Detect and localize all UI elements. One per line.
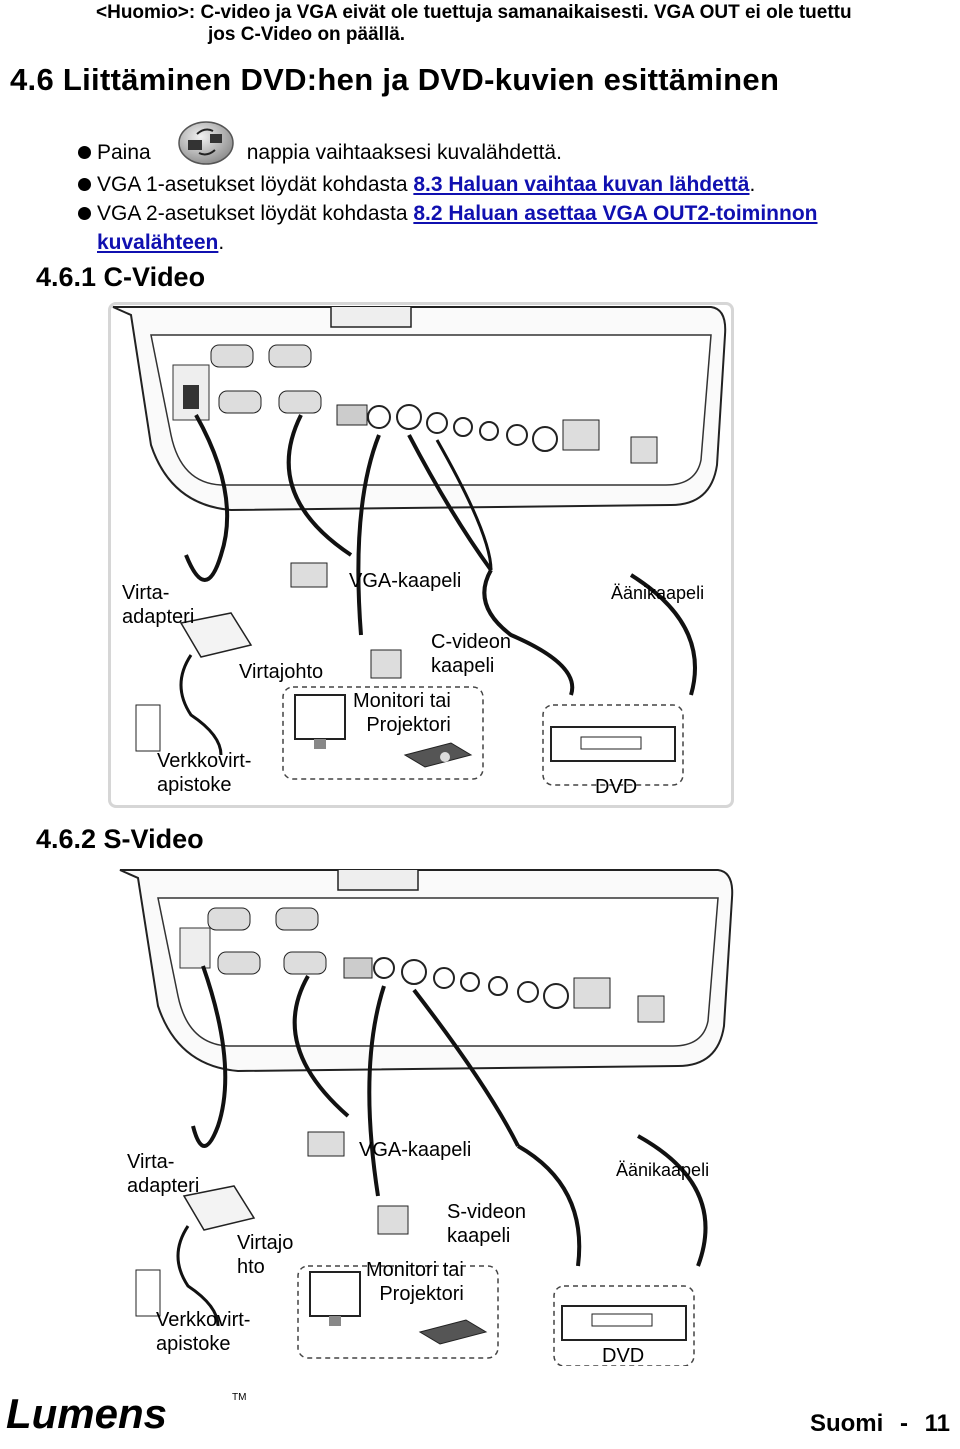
footer-language: Suomi (809, 1410, 884, 1437)
page-number: 11 (924, 1410, 950, 1437)
bullet-item-vga2: VGA 2-asetukset löydät kohdasta 8.2 Halu… (78, 199, 958, 228)
label-vga-kaapeli: VGA-kaapeli (349, 570, 462, 592)
subsection-s-video: 4.6.2 S-Video (36, 824, 204, 854)
label-virtajohto-2: Virtajo hto (237, 1231, 293, 1279)
label-adapteri: adapteri (127, 1175, 200, 1197)
bullet-vga2-end: . (218, 231, 225, 254)
label-verkko-2: apistoke (156, 1333, 231, 1355)
label-virta: Virta- (127, 1151, 175, 1173)
label-aanikaapeli: Äänikaapeli (611, 583, 705, 603)
bullet-item-vga1: VGA 1-asetukset löydät kohdasta 8.3 Halu… (78, 170, 958, 199)
footer-separator: - (899, 1410, 908, 1437)
label-virtajo: Virtajo (237, 1232, 294, 1254)
label-verkkovirtapistoke-2: Verkkovirt- apistoke (156, 1308, 250, 1356)
section-title: 4.6 Liittäminen DVD:hen ja DVD-kuvien es… (10, 62, 780, 97)
bullet-dot (78, 178, 91, 191)
lumens-brand-text: Lumens (6, 1390, 167, 1436)
source-switch-button-icon (177, 121, 234, 165)
page-footer: Suomi - 11 (810, 1410, 950, 1438)
bullet-vga1-text: VGA 1-asetukset löydät kohdasta (97, 173, 414, 196)
bullet-dot (78, 207, 91, 220)
link-vga-out2-cont[interactable]: kuvalähteen (97, 231, 219, 254)
bullet-item-press: Paina nappia vaihtaaksesi kuvalähdettä. (78, 121, 958, 170)
note-line-1: <Huomio>: C-video ja VGA eivät ole tuett… (96, 2, 852, 23)
label-verkkovirtapistoke: Verkkovirt- apistoke (157, 749, 251, 797)
trademark-symbol: TM (232, 1392, 246, 1403)
link-vga-out2[interactable]: 8.2 Haluan asettaa VGA OUT2-toiminnon (413, 202, 818, 225)
bullet-press-text: Paina (97, 141, 151, 164)
s-video-diagram: Virta- adapteri Virtajo hto VGA-kaapeli … (108, 866, 738, 1367)
link-change-source[interactable]: 8.3 Haluan vaihtaa kuvan lähdettä (413, 173, 750, 196)
label-virta-adapteri-1: Virta- adapteri (122, 581, 194, 629)
label-s-videon-kaapeli: S-videon kaapeli (447, 1200, 526, 1248)
c-video-connection-drawing (112, 306, 727, 786)
label-aanikaapeli-2: Äänikaapeli (616, 1160, 710, 1180)
bullet-vga2-text: VGA 2-asetukset löydät kohdasta (97, 202, 414, 225)
bullet-vga1-end: . (749, 173, 756, 196)
c-video-diagram: Virta- adapteri Virtajohto VGA-kaapeli C… (108, 302, 734, 808)
bullet-dot (78, 146, 91, 159)
subsection-c-video: 4.6.1 C-Video (36, 262, 206, 292)
s-video-connection-drawing (119, 869, 734, 1366)
note-line-2: jos C-Video on päällä. (208, 24, 406, 45)
label-monitori: Monitori tai (353, 690, 451, 712)
label-virta: Virta- (122, 582, 170, 604)
label-projektori: Projektori (366, 714, 451, 736)
label-verkko-1: Verkkovirt- (156, 1309, 251, 1331)
label-video-kaapeli-2: kaapeli (447, 1225, 511, 1247)
label-vga-kaapeli-2: VGA-kaapeli (359, 1139, 472, 1161)
label-video-kaapeli-1: C-videon (431, 631, 512, 653)
label-virta-adapteri-2: Virta- adapteri (127, 1150, 199, 1198)
label-monitori: Monitori tai (366, 1259, 464, 1281)
label-verkko-2: apistoke (157, 774, 232, 796)
label-virtajohto: Virtajohto (239, 661, 324, 683)
label-video-kaapeli-1: S-videon (447, 1201, 526, 1223)
warning-note: <Huomio>: C-video ja VGA eivät ole tuett… (96, 2, 946, 46)
label-dvd: DVD (595, 776, 638, 798)
label-projektori: Projektori (379, 1283, 464, 1305)
label-dvd-2: DVD (602, 1345, 645, 1367)
label-monitori-projektori: Monitori tai Projektori (353, 689, 451, 737)
label-adapteri: adapteri (122, 606, 195, 628)
lumens-logo-mark: Lumens TM (6, 1390, 246, 1437)
label-monitori-projektori-2: Monitori tai Projektori (366, 1258, 464, 1306)
bullet-list: Paina nappia vaihtaaksesi kuvalähdettä. … (78, 121, 958, 257)
label-hto: hto (237, 1256, 265, 1278)
label-video-kaapeli-2: kaapeli (431, 655, 495, 677)
label-c-videon-kaapeli: C-videon kaapeli (431, 630, 511, 678)
lumens-logo: Lumens TM (6, 1388, 246, 1441)
bullet-vga2-continuation: kuvalähteen. (78, 228, 958, 257)
bullet-press-after: nappia vaihtaaksesi kuvalähdettä. (246, 141, 562, 164)
label-verkko-1: Verkkovirt- (157, 750, 252, 772)
